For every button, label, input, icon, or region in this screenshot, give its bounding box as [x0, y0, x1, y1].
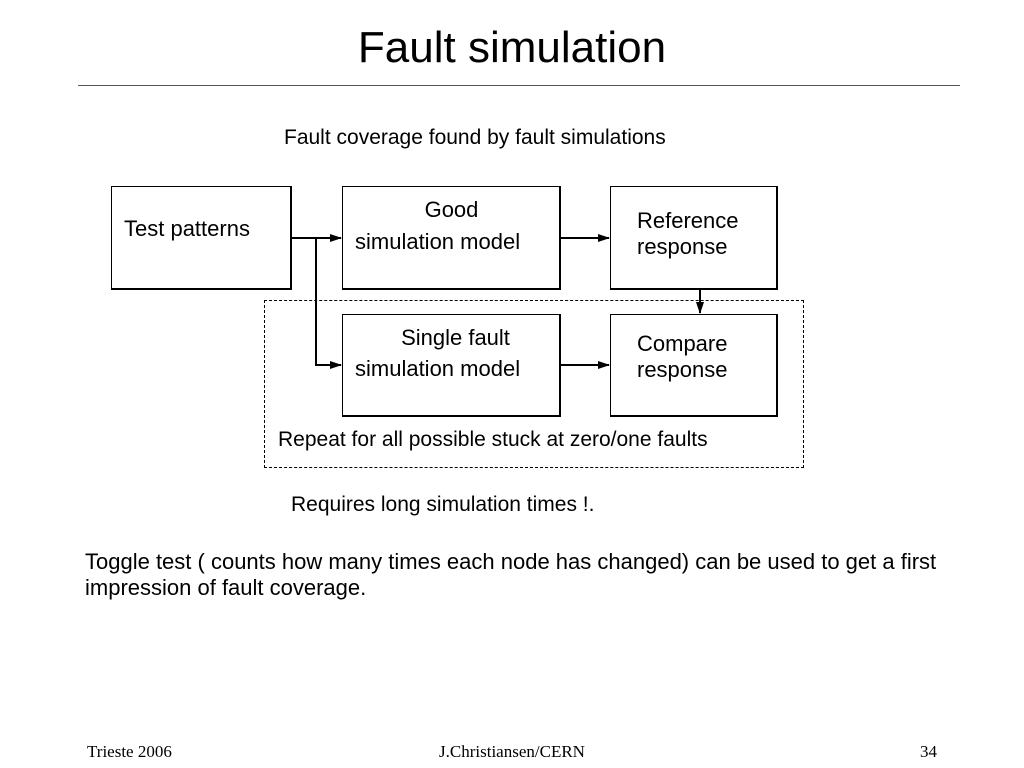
footer-author: J.Christiansen/CERN: [439, 742, 585, 761]
diagram-caption: Fault coverage found by fault simulation…: [284, 126, 666, 149]
single-fault-label-line1: Single fault: [401, 325, 510, 350]
repeat-region: [264, 300, 804, 468]
single-fault-model-box: [342, 314, 561, 417]
repeat-note: Repeat for all possible stuck at zero/on…: [278, 428, 708, 451]
compare-response-box: [610, 314, 778, 417]
reference-label-line1: Reference: [637, 208, 739, 233]
reference-label-line2: response: [637, 234, 728, 259]
single-fault-label-line2: simulation model: [355, 356, 521, 381]
compare-label-line2: response: [637, 357, 728, 382]
good-simulation-model-box: [342, 186, 561, 290]
title-divider: [78, 85, 960, 86]
toggle-test-paragraph: Toggle test ( counts how many times each…: [85, 549, 937, 600]
footer-event: Trieste 2006: [87, 742, 172, 761]
good-model-label-line2: simulation model: [355, 229, 521, 254]
page-number: 34: [920, 742, 937, 761]
reference-response-box: [610, 186, 778, 290]
simulation-time-note: Requires long simulation times !.: [291, 493, 595, 516]
compare-label-line1: Compare: [637, 331, 728, 356]
test-patterns-box: [111, 186, 292, 290]
test-patterns-label: Test patterns: [124, 216, 250, 241]
slide-title: Fault simulation: [357, 23, 667, 72]
good-model-label-line1: Good: [424, 197, 479, 222]
